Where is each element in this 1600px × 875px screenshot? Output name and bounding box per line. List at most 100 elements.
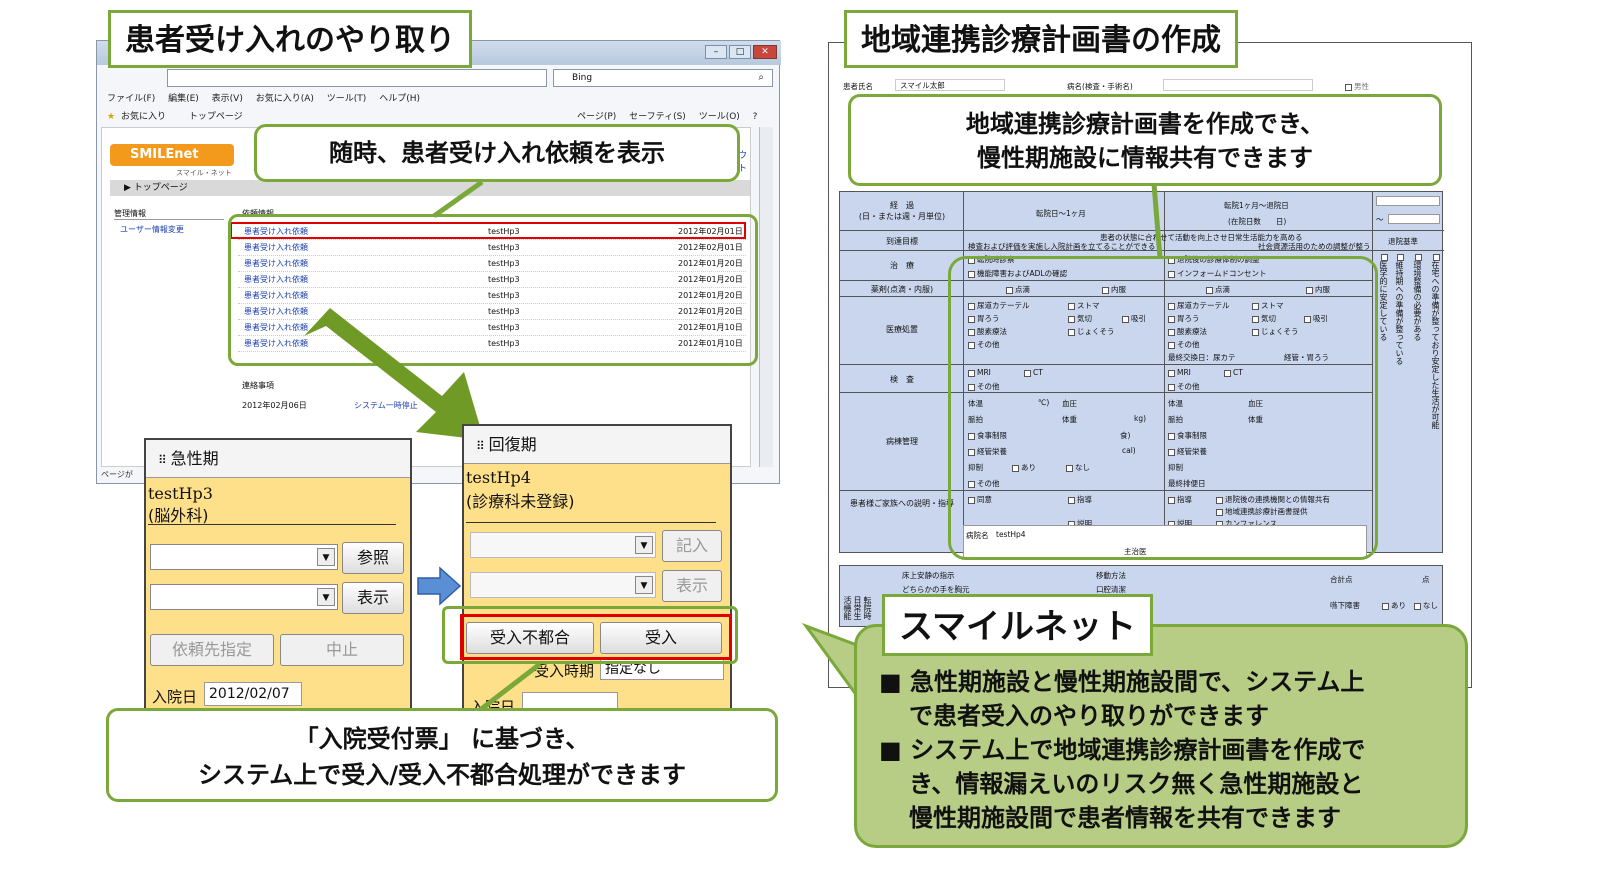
proc-catheter[interactable]: 尿道カテーテル [968,300,1030,311]
proc-oxygen-2[interactable]: 酸素療法 [1168,326,1207,337]
proc-oxygen[interactable]: 酸素療法 [968,326,1007,337]
course-input[interactable] [1376,196,1440,206]
proc-stoma[interactable]: ストマ [1068,300,1100,311]
ward-tube-2[interactable]: 経管栄養 [1168,446,1207,457]
request-link[interactable]: 患者受け入れ依頼 [244,243,308,252]
ward-yes[interactable]: あり [1012,462,1036,473]
exam-ct[interactable]: CT [1024,368,1043,377]
recovery-show-button[interactable]: 表示 [662,570,722,602]
recovery-select-1[interactable]: ▼ [470,532,656,558]
request-link[interactable]: 患者受け入れ依頼 [244,307,308,316]
recovery-reject-button[interactable]: 受入不都合 [466,622,594,654]
criteria-4[interactable]: 在宅への準備が整っており安定した生活が可能 [1430,254,1442,429]
menu-tools[interactable]: ツール(T) [326,94,367,104]
acute-stop-button[interactable]: 中止 [280,634,404,666]
acute-ref-button[interactable]: 参照 [342,542,404,574]
med-drip-2[interactable]: 点滴 [1206,284,1230,295]
explain-guidance[interactable]: 指導 [1068,494,1092,505]
breadcrumb-top[interactable]: トップページ [133,183,188,193]
explain-share[interactable]: 退院後の連携機関との情報共有 [1216,494,1330,505]
request-link[interactable]: 患者受け入れ依頼 [244,323,308,332]
proc-suction-2[interactable]: 吸引 [1304,313,1328,324]
toolbar-page[interactable]: ページ(P) [577,112,617,122]
search-icon[interactable]: ⌕ [758,72,764,83]
proc-trach-2[interactable]: 気切 [1252,313,1276,324]
request-link[interactable]: 患者受け入れ依頼 [244,339,308,348]
acute-admit-input[interactable]: 2012/02/07 [204,682,302,706]
toolbar-safety[interactable]: セーフティ(S) [629,112,686,122]
disease-field[interactable] [1163,79,1313,91]
exam-ct-2[interactable]: CT [1224,368,1243,377]
exam-other[interactable]: その他 [968,381,1000,392]
menu-file[interactable]: ファイル(F) [107,94,156,104]
course-input-2[interactable] [1388,214,1440,224]
request-link[interactable]: 患者受け入れ依頼 [244,259,308,268]
window-close-button[interactable]: ✕ [753,45,777,59]
gender-checkbox[interactable]: 男性 [1345,81,1369,92]
search-box[interactable]: Bing ⌕ [553,69,773,87]
request-link[interactable]: 患者受け入れ依頼 [244,227,308,236]
exam-mri[interactable]: MRI [968,368,991,377]
recovery-select-2[interactable]: ▼ [470,572,656,598]
exam-mri-2[interactable]: MRI [1168,368,1191,377]
proc-catheter-2[interactable]: 尿道カテーテル [1168,300,1230,311]
med-drip-1[interactable]: 点滴 [1006,284,1030,295]
window-maximize-button[interactable]: □ [729,45,751,59]
adl-swallow-yes[interactable]: あり [1382,600,1406,611]
med-oral-1[interactable]: 内服 [1102,284,1126,295]
menu-favorites[interactable]: お気に入り(A) [255,94,314,104]
exam-other-2[interactable]: その他 [1168,381,1200,392]
acute-show-button[interactable]: 表示 [342,582,404,614]
logout-link[interactable]: ウト [738,151,748,174]
ward-tube[interactable]: 経管栄養 [968,446,1007,457]
side-link-user-info[interactable]: ユーザー情報変更 [120,225,184,234]
request-link[interactable]: 患者受け入れ依頼 [244,291,308,300]
proc-other-2[interactable]: その他 [1168,339,1200,350]
explain-plan[interactable]: 地域連携診療計画書提供 [1216,506,1308,517]
recovery-accept-button[interactable]: 受入 [600,622,722,654]
page-tab[interactable]: トップページ [188,112,243,122]
criteria-2[interactable]: 維持期への準備が整っている [1394,254,1406,365]
acute-assign-button[interactable]: 依頼先指定 [150,634,274,666]
med-oral-2[interactable]: 内服 [1306,284,1330,295]
adl-swallow-no[interactable]: なし [1414,600,1438,611]
page-scrollbar[interactable] [759,127,773,467]
acute-select-1[interactable]: ▼ [150,544,338,570]
favorites-button[interactable]: お気に入り [120,112,166,122]
explain-guidance-2[interactable]: 指導 [1168,494,1192,505]
ward-no[interactable]: なし [1066,462,1090,473]
ward-diet-2[interactable]: 食事制限 [1168,430,1207,441]
criteria-1[interactable]: 医学的に安定している [1378,254,1390,341]
proc-trach[interactable]: 気切 [1068,313,1092,324]
request-link[interactable]: 患者受け入れ依頼 [244,275,308,284]
treat-item-4[interactable]: インフォームドコンセント [1168,268,1267,279]
toolbar-tools[interactable]: ツール(O) [698,112,740,122]
address-bar[interactable] [167,69,547,87]
explain-consent[interactable]: 同意 [968,494,992,505]
ward-other[interactable]: その他 [968,478,1000,489]
proc-suction[interactable]: 吸引 [1122,313,1146,324]
recovery-record-button[interactable]: 記入 [662,530,722,562]
patient-name-field[interactable]: スマイル太郎 [895,79,1005,91]
menu-edit[interactable]: 編集(E) [168,94,199,104]
proc-gastro-2[interactable]: 胃ろう [1168,313,1200,324]
help-icon[interactable]: ? [752,112,758,122]
proc-gastro[interactable]: 胃ろう [968,313,1000,324]
menu-help[interactable]: ヘルプ(H) [379,94,420,104]
criteria-3[interactable]: 環境整備の必要がある [1412,254,1424,341]
proc-bedsore-2[interactable]: じょくそう [1252,326,1299,337]
ward-diet[interactable]: 食事制限 [968,430,1007,441]
treat-item-2[interactable]: 機能障害およびADLの確認 [968,268,1067,279]
menu-view[interactable]: 表示(V) [211,94,243,104]
acute-select-2[interactable]: ▼ [150,584,338,610]
proc-bedsore[interactable]: じょくそう [1068,326,1115,337]
proc-other[interactable]: その他 [968,339,1000,350]
